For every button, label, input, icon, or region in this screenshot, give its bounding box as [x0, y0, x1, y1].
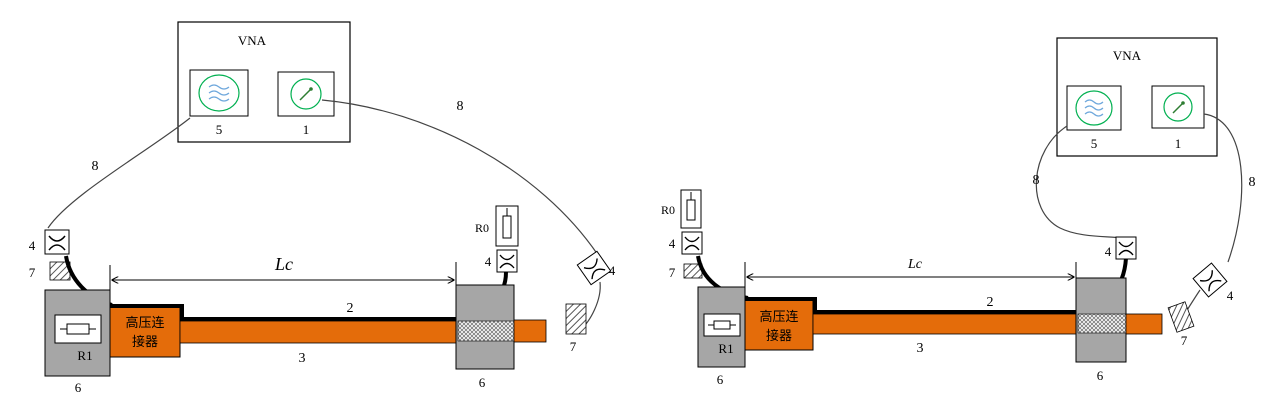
- left-diagram: VNA 5 1 8 8 4 7: [29, 21, 616, 395]
- left-label-3: 3: [299, 351, 306, 366]
- left-label-7b: 7: [570, 339, 577, 354]
- right-mesh-section: [1077, 313, 1127, 334]
- left-label-6b: 6: [479, 375, 486, 390]
- left-label-8b: 8: [457, 99, 464, 114]
- right-hv-label-2: 接器: [766, 328, 792, 344]
- right-label-5: 5: [1091, 136, 1098, 151]
- right-diagram: VNA 5 1 8 8 R0 4: [661, 37, 1256, 387]
- right-label-3: 3: [917, 341, 924, 356]
- left-resistor-icon-r0: [495, 205, 519, 247]
- left-conductor-3: [179, 320, 459, 344]
- right-label-4a: 4: [669, 236, 676, 251]
- right-connector-icon-c: [1192, 262, 1228, 298]
- right-lc-label: Lc: [907, 257, 923, 272]
- left-vna-label: VNA: [238, 33, 267, 48]
- left-wire-8b: [321, 99, 599, 256]
- right-label-6a: 6: [717, 372, 724, 387]
- right-label-r1: R1: [718, 341, 733, 356]
- left-label-7a: 7: [29, 265, 36, 280]
- left-hv-label-2: 接器: [132, 334, 158, 350]
- right-label-6b: 6: [1097, 368, 1104, 383]
- left-label-4b: 4: [485, 254, 492, 269]
- left-clamp-icon-b: [565, 303, 587, 335]
- left-label-6a: 6: [75, 380, 82, 395]
- right-receiver-icon: [1151, 85, 1205, 129]
- right-signal-source-icon: [1066, 85, 1122, 131]
- left-resistor-icon-r1: [54, 314, 102, 344]
- left-connector-icon-c: [576, 250, 612, 286]
- left-label-r1: R1: [77, 348, 92, 363]
- left-label-4a: 4: [29, 238, 36, 253]
- left-black-cable-2: [110, 304, 456, 321]
- right-label-8b: 8: [1249, 175, 1256, 190]
- left-receiver-icon: [277, 71, 335, 117]
- right-hv-connector: [744, 297, 814, 351]
- right-wire-8b: [1203, 113, 1243, 263]
- right-label-r0: R0: [661, 203, 675, 217]
- left-label-5: 5: [216, 122, 223, 137]
- right-label-7a: 7: [669, 265, 676, 280]
- left-hv-connector: [109, 304, 181, 358]
- left-hv-label-1: 高压连: [125, 315, 164, 331]
- left-signal-source-icon: [189, 69, 249, 117]
- right-resistor-icon-r1: [703, 313, 741, 337]
- right-label-1: 1: [1175, 136, 1182, 151]
- right-conductor-3: [812, 313, 1079, 335]
- right-black-cable-2: [745, 297, 1076, 314]
- left-label-1: 1: [303, 122, 310, 137]
- right-conductor-end: [1125, 313, 1163, 335]
- left-label-8a: 8: [92, 159, 99, 174]
- right-label-8a: 8: [1033, 173, 1040, 188]
- right-connector-icon-a: [681, 231, 703, 255]
- right-vna-label: VNA: [1113, 48, 1142, 63]
- right-label-7b: 7: [1181, 333, 1188, 348]
- right-connector-icon-b: [1115, 236, 1137, 260]
- right-clamp-icon-b: [1167, 301, 1195, 333]
- left-label-4c: 4: [609, 263, 616, 278]
- right-label-4b: 4: [1105, 244, 1112, 259]
- left-connector-icon-b: [496, 249, 518, 273]
- right-label-2: 2: [987, 295, 994, 310]
- left-label-r0: R0: [475, 221, 489, 235]
- right-hv-label-1: 高压连: [759, 309, 798, 325]
- right-resistor-icon-r0: [680, 189, 702, 229]
- right-label-4c: 4: [1227, 288, 1234, 303]
- left-conductor-end: [513, 319, 547, 343]
- left-label-2: 2: [347, 301, 354, 316]
- left-wire-8a: [47, 117, 191, 229]
- left-mesh-section: [457, 320, 515, 342]
- left-lc-label: Lc: [274, 254, 293, 274]
- left-connector-icon-a: [44, 229, 70, 255]
- right-wire-8a: [1035, 125, 1121, 239]
